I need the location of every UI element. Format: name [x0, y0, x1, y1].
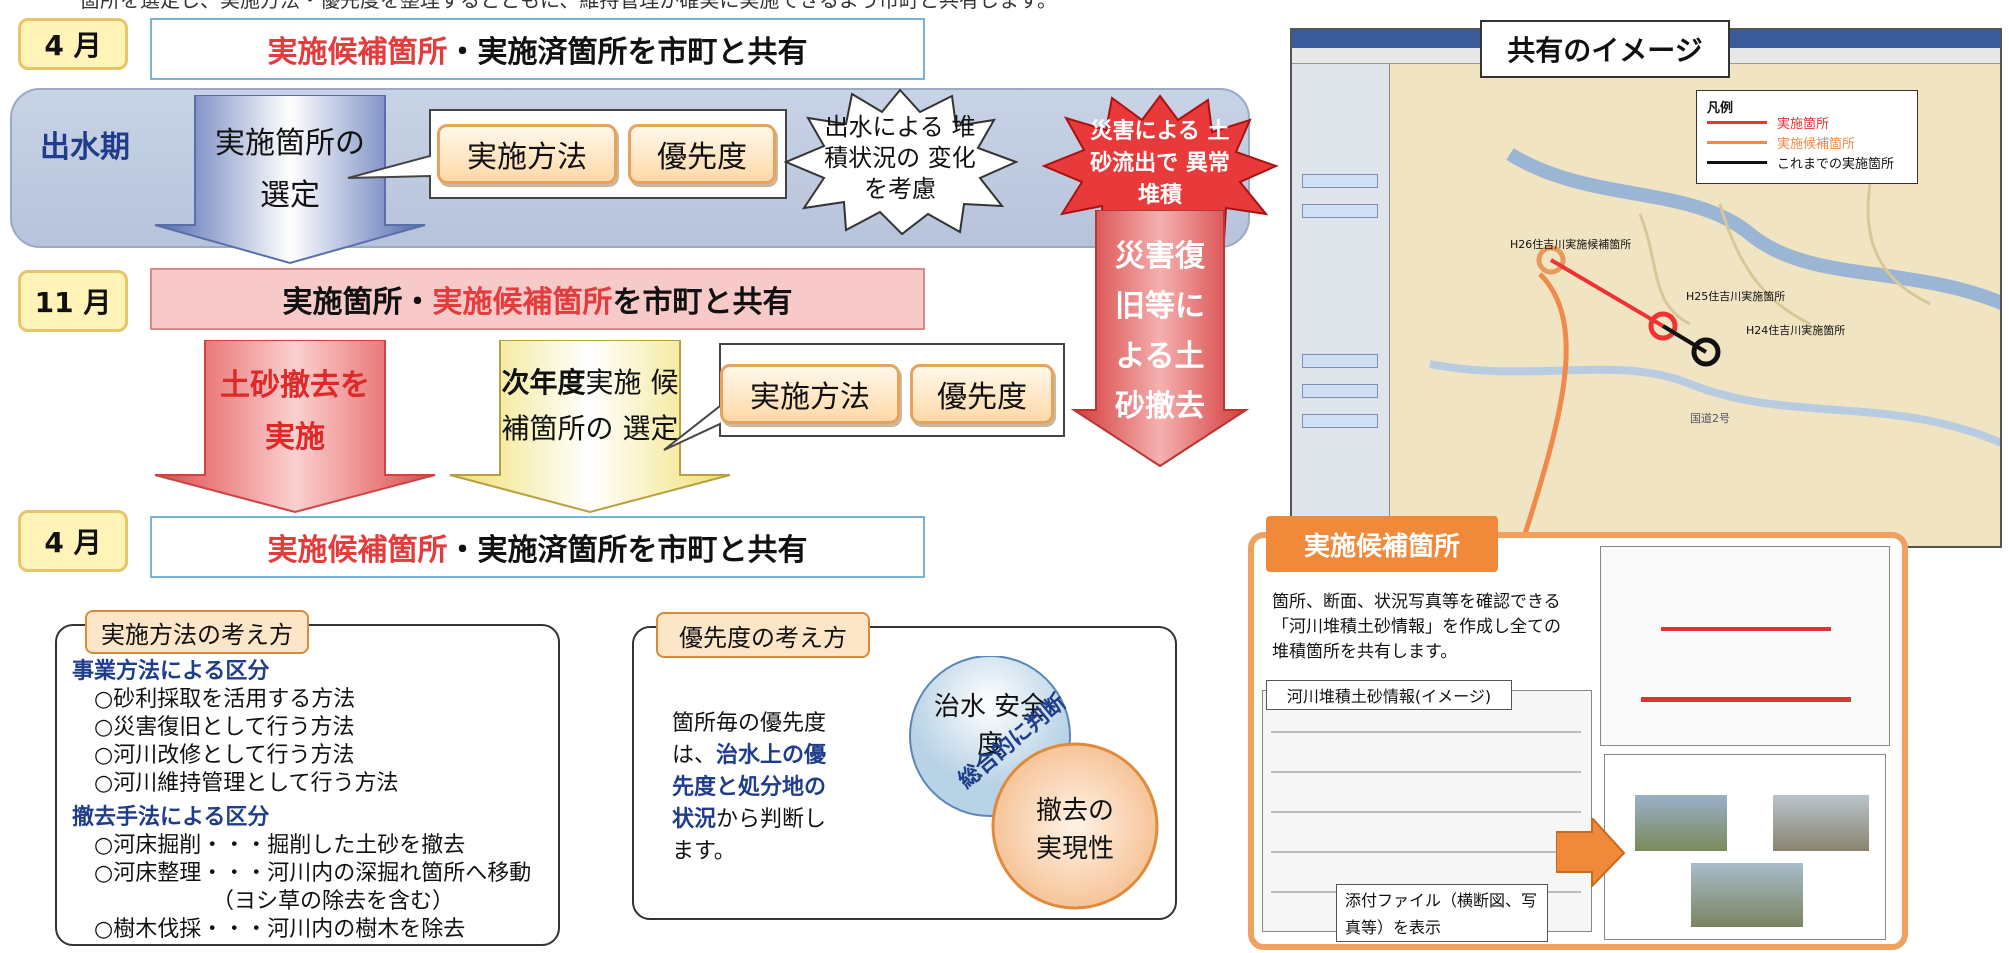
next-year-text: 次年度実施 候補箇所の 選定 [490, 360, 690, 452]
month-badge-april: 4 月 [18, 18, 128, 70]
disaster-star-text: 災害による 土砂流出で 異常堆積 [1090, 119, 1230, 208]
priority-desc: 箇所毎の優先度は、治水上の優先度と処分地の状況から判断します。 [672, 708, 872, 868]
photo-preview [1604, 754, 1886, 940]
method-section-2: 撤去手法による区分 [72, 805, 270, 830]
burst-bubble [783, 88, 1019, 236]
method-box-body: 事業方法による区分 ○砂利採取を活用する方法 ○災害復旧として行う方法 ○河川改… [72, 658, 552, 944]
month-label: 4 月 [44, 526, 102, 559]
priority-desc-part: から判断し [716, 807, 827, 832]
month-label: 4 月 [44, 29, 102, 62]
selection-box-text: 実施箇所の 選定 [215, 126, 365, 213]
month-badge-april-next: 4 月 [18, 510, 128, 572]
disaster-arrow [1070, 210, 1250, 468]
circle-feasibility [991, 742, 1159, 910]
method-item: ○砂利採取を活用する方法 [94, 687, 356, 712]
method-item: ○災害復旧として行う方法 [94, 715, 355, 740]
legend-item: これまでの実施箇所 [1777, 157, 1895, 172]
month-badge-november: 11 月 [18, 270, 128, 332]
method-item: ○河床掘削・・・掘削した土砂を撤去 [94, 833, 466, 858]
attach-arrow-icon [1556, 818, 1626, 888]
candidate-text: 実施候補箇所 [267, 35, 448, 70]
method-label: 実施方法 [750, 380, 870, 415]
legend-item: 実施候補箇所 [1777, 137, 1856, 152]
priority-desc-part: 治水上の優 [716, 743, 827, 768]
remove-arrow-text: 土砂撤去を 実施 [220, 368, 370, 455]
method-pill-2: 実施方法 [720, 364, 900, 424]
method-item: ○河川改修として行う方法 [94, 743, 355, 768]
share-map-window: H26住吉川実施候補箇所 H25住吉川実施箇所 H24住吉川実施箇所 国道2号 … [1290, 28, 2002, 548]
header-text: 箇所を選定し、実施方法・優先度を整理するとともに、維持管理が確実に実施できるよう… [80, 0, 1057, 12]
method-box [55, 624, 560, 946]
attach-label: 添付ファイル（横断図、写真等）を表示 [1336, 884, 1548, 942]
flood-period-label: 出水期 [40, 130, 130, 165]
candidate-desc: 箇所、断面、状況写真等を確認できる「河川堆積土砂情報」を作成し全ての堆積箇所を共… [1272, 592, 1561, 662]
legend-title: 凡例 [1707, 101, 1734, 116]
share-text: ・実施済箇所を市町と共有 [447, 35, 808, 70]
share-bar-april: 実施候補箇所・実施済箇所を市町と共有 [150, 18, 925, 80]
method-item: ○樹木伐採・・・河川内の樹木を除去 [94, 917, 466, 942]
burst-text: 出水による 堆積状況の 変化を考慮 [824, 113, 976, 203]
info-sheet-label: 河川堆積土砂情報(イメージ) [1266, 680, 1512, 710]
selection-arrow [154, 95, 426, 265]
disaster-arrow-text: 災害復 旧等に よる土 砂撤去 [1115, 239, 1205, 424]
cross-section-preview [1600, 546, 1890, 746]
share-image-title: 共有のイメージ [1480, 20, 1730, 78]
priority-label: 優先度 [657, 140, 747, 175]
next-year-bold: 次年度 [501, 366, 586, 399]
priority-label: 優先度 [937, 380, 1027, 415]
priority-desc-part: 箇所毎の優先度 [672, 711, 827, 736]
candidate-text: 実施候補箇所 [432, 285, 613, 320]
share-bar-april-next: 実施候補箇所・実施済箇所を市町と共有 [150, 516, 925, 578]
priority-desc-part: ます。 [672, 839, 736, 864]
priority-desc-part: 状況 [672, 807, 717, 832]
map-label: 国道2号 [1690, 412, 1730, 425]
priority-box-title: 優先度の考え方 [656, 612, 870, 658]
legend-item: 実施箇所 [1777, 117, 1830, 132]
priority-desc-part: 先度と処分地の [672, 775, 827, 800]
done-text: 実施箇所・ [282, 285, 433, 320]
map-label: H24住吉川実施箇所 [1746, 324, 1846, 337]
month-label: 11 月 [34, 286, 112, 319]
map-label: H25住吉川実施箇所 [1686, 290, 1786, 303]
share-text: ・実施済箇所を市町と共有 [447, 533, 808, 568]
legend-swatch-black [1707, 161, 1767, 164]
priority-venn [909, 656, 1159, 910]
map-legend: 凡例 実施箇所 実施候補箇所 これまでの実施箇所 [1696, 90, 1918, 184]
method-item: ○河床整理・・・河川内の深掘れ箇所へ移動 [94, 861, 532, 886]
method-section-1: 事業方法による区分 [72, 659, 270, 684]
next-year-arrow [449, 340, 731, 514]
legend-swatch-orange [1707, 141, 1767, 144]
method-pill: 実施方法 [437, 124, 617, 184]
next-year-rest: 実施 候補箇所の 選定 [501, 366, 679, 445]
remove-arrow [154, 340, 436, 514]
priority-pill-2: 優先度 [910, 364, 1054, 424]
candidate-text: 実施候補箇所 [267, 533, 448, 568]
share-text: を市町と共有 [612, 285, 793, 320]
priority-pill: 優先度 [628, 124, 776, 184]
circle-safety-label: 治水 安全度 [933, 692, 1047, 760]
method-item: （ヨシ草の除去を含む） [212, 889, 455, 914]
circle-feasibility-label: 撤去の 実現性 [1035, 796, 1114, 864]
priority-desc-part: は、 [672, 743, 717, 768]
candidate-panel-title: 実施候補箇所 [1266, 516, 1498, 572]
share-bar-november: 実施箇所・実施候補箇所を市町と共有 [150, 268, 925, 330]
method-item: ○河川維持管理として行う方法 [94, 771, 399, 796]
map-label: H26住吉川実施候補箇所 [1510, 238, 1632, 251]
method-box-title: 実施方法の考え方 [85, 610, 309, 654]
legend-swatch-red [1707, 121, 1767, 124]
map-sidebar[interactable] [1292, 64, 1390, 546]
method-label: 実施方法 [467, 140, 587, 175]
